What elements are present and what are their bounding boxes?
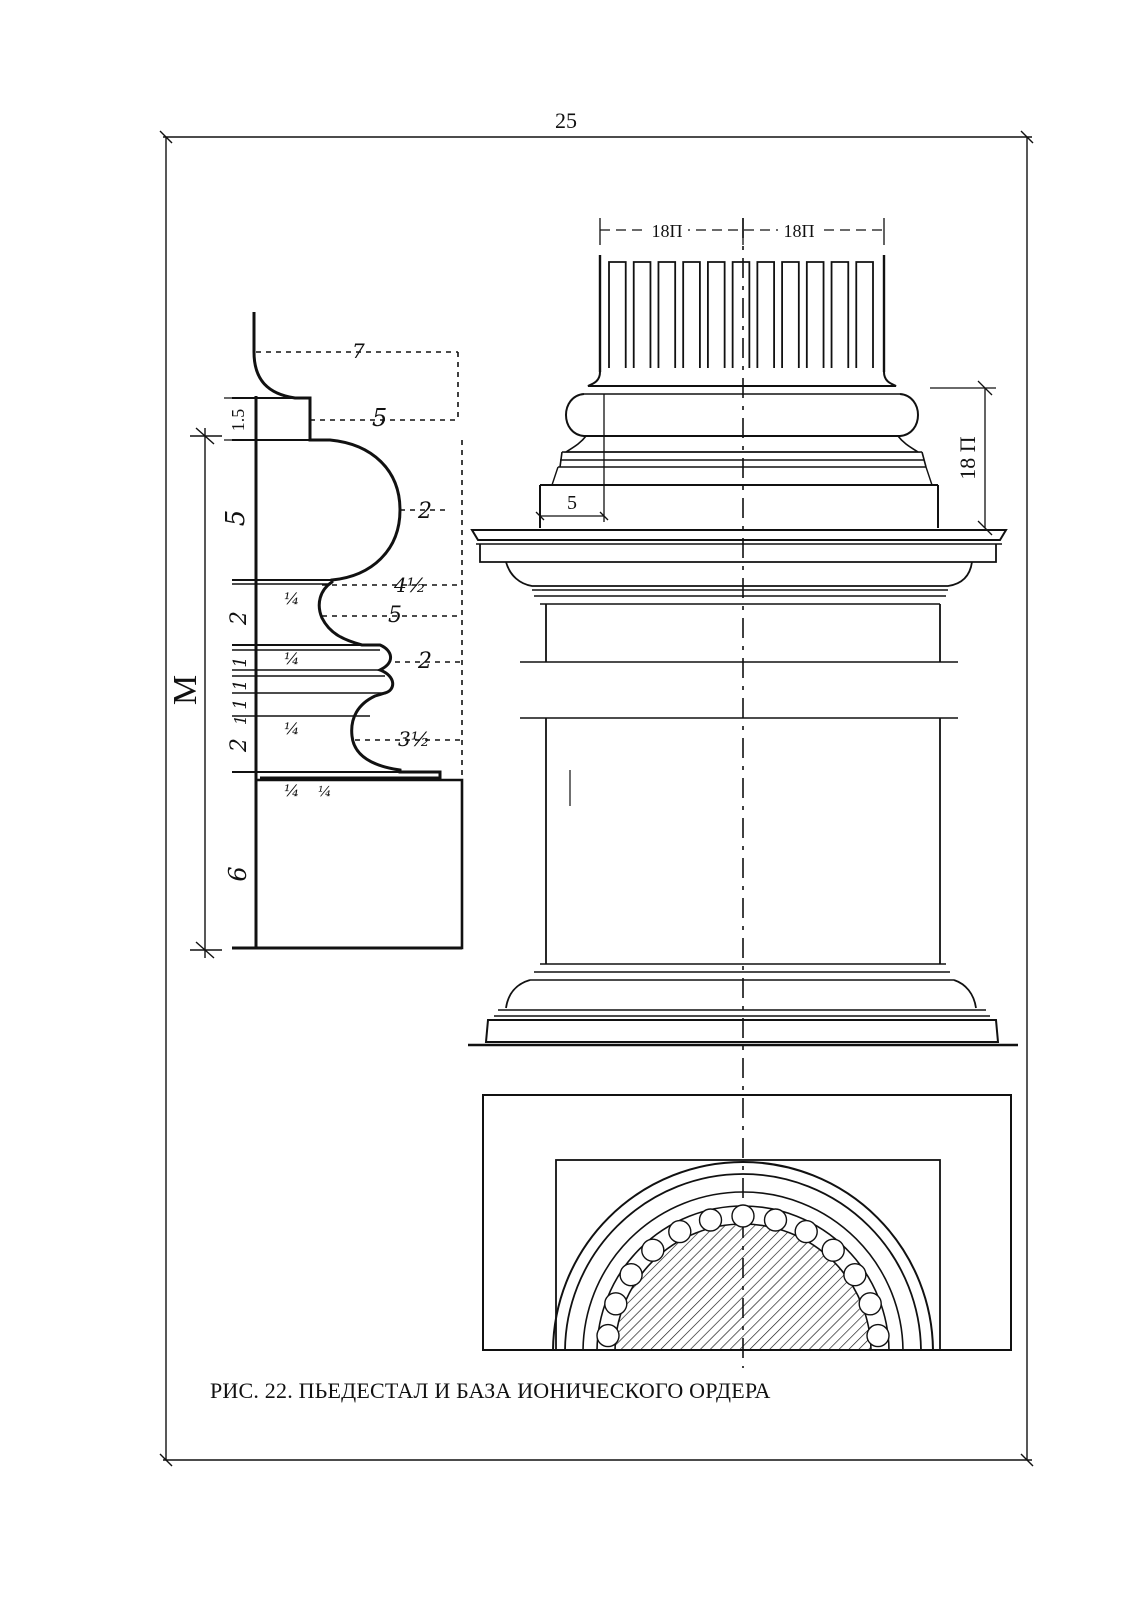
label-proj-4-half: 4½ [393,573,426,597]
label-height-1-b: 1 [230,679,251,690]
label-projection: 5 [567,492,577,514]
plan-flute [731,1204,755,1228]
label-half-width-left: 18П [652,221,683,241]
plan-flute [866,1323,890,1348]
flute [608,261,627,368]
label-quarter-1: ¼ [284,589,300,608]
label-proj-3-half: 3½ [398,727,430,751]
label-height-5: 5 [221,510,251,527]
figure-caption: РИС. 22. ПЬЕДЕСТАЛ И БАЗА ИОНИЧЕСКОГО ОР… [210,1378,771,1403]
label-half-width-right: 18П [784,221,815,241]
label-quarter-2: ¼ [284,649,300,668]
label-proj-5-b: 5 [388,603,402,628]
label-height-6: 6 [224,866,252,881]
flute [781,261,800,368]
label-height-1-5: 1.5 [228,409,248,432]
label-height-1-d: 1 [231,715,250,725]
flute [657,261,677,368]
elevation-labels: 18П 18П 18 П 5 [567,219,980,514]
label-quarter-3: ¼ [284,719,300,738]
plan-flute [843,1262,867,1287]
column-plan [482,1094,1012,1351]
flute [731,261,751,368]
column-elevation [468,218,1018,1368]
plan-flute [763,1208,788,1232]
plan-flute [698,1208,723,1232]
plan-flute [619,1262,643,1287]
flute [707,261,726,368]
plan-flute [794,1219,818,1244]
label-proj-2-a: 2 [417,499,432,524]
page-number: 25 [555,108,577,133]
plan-flute [821,1238,845,1262]
label-quarter-4: ¼ [284,781,300,800]
plan-flute [604,1292,628,1316]
label-height-1-a: 1 [230,656,251,667]
flute [805,261,825,368]
label-proj-7: 7 [352,339,365,363]
flute [756,261,775,368]
label-height-1-c: 1 [230,698,251,709]
label-height-2-b: 2 [227,738,252,753]
plan-flute [641,1238,665,1262]
base-profile [190,312,464,959]
flutes [608,261,874,368]
flute [632,261,652,368]
profile-labels: 1.5 5 2 1 1 1 1 2 6 M 7 5 2 4½ 5 2 3½ ¼ … [167,339,432,882]
label-height-2-a: 2 [227,611,252,626]
flute [830,261,850,368]
flute [855,261,874,368]
plan-flute [596,1323,620,1348]
plan-flute [668,1219,692,1244]
plan-flute [858,1292,882,1316]
label-proj-2-b: 2 [417,649,432,674]
label-module: M [167,675,204,705]
flute [682,261,701,368]
label-base-height: 18 П [955,436,980,480]
label-proj-5-a: 5 [372,404,387,432]
label-quarter-5: ¼ [318,784,332,800]
page-frame [159,130,1034,1467]
